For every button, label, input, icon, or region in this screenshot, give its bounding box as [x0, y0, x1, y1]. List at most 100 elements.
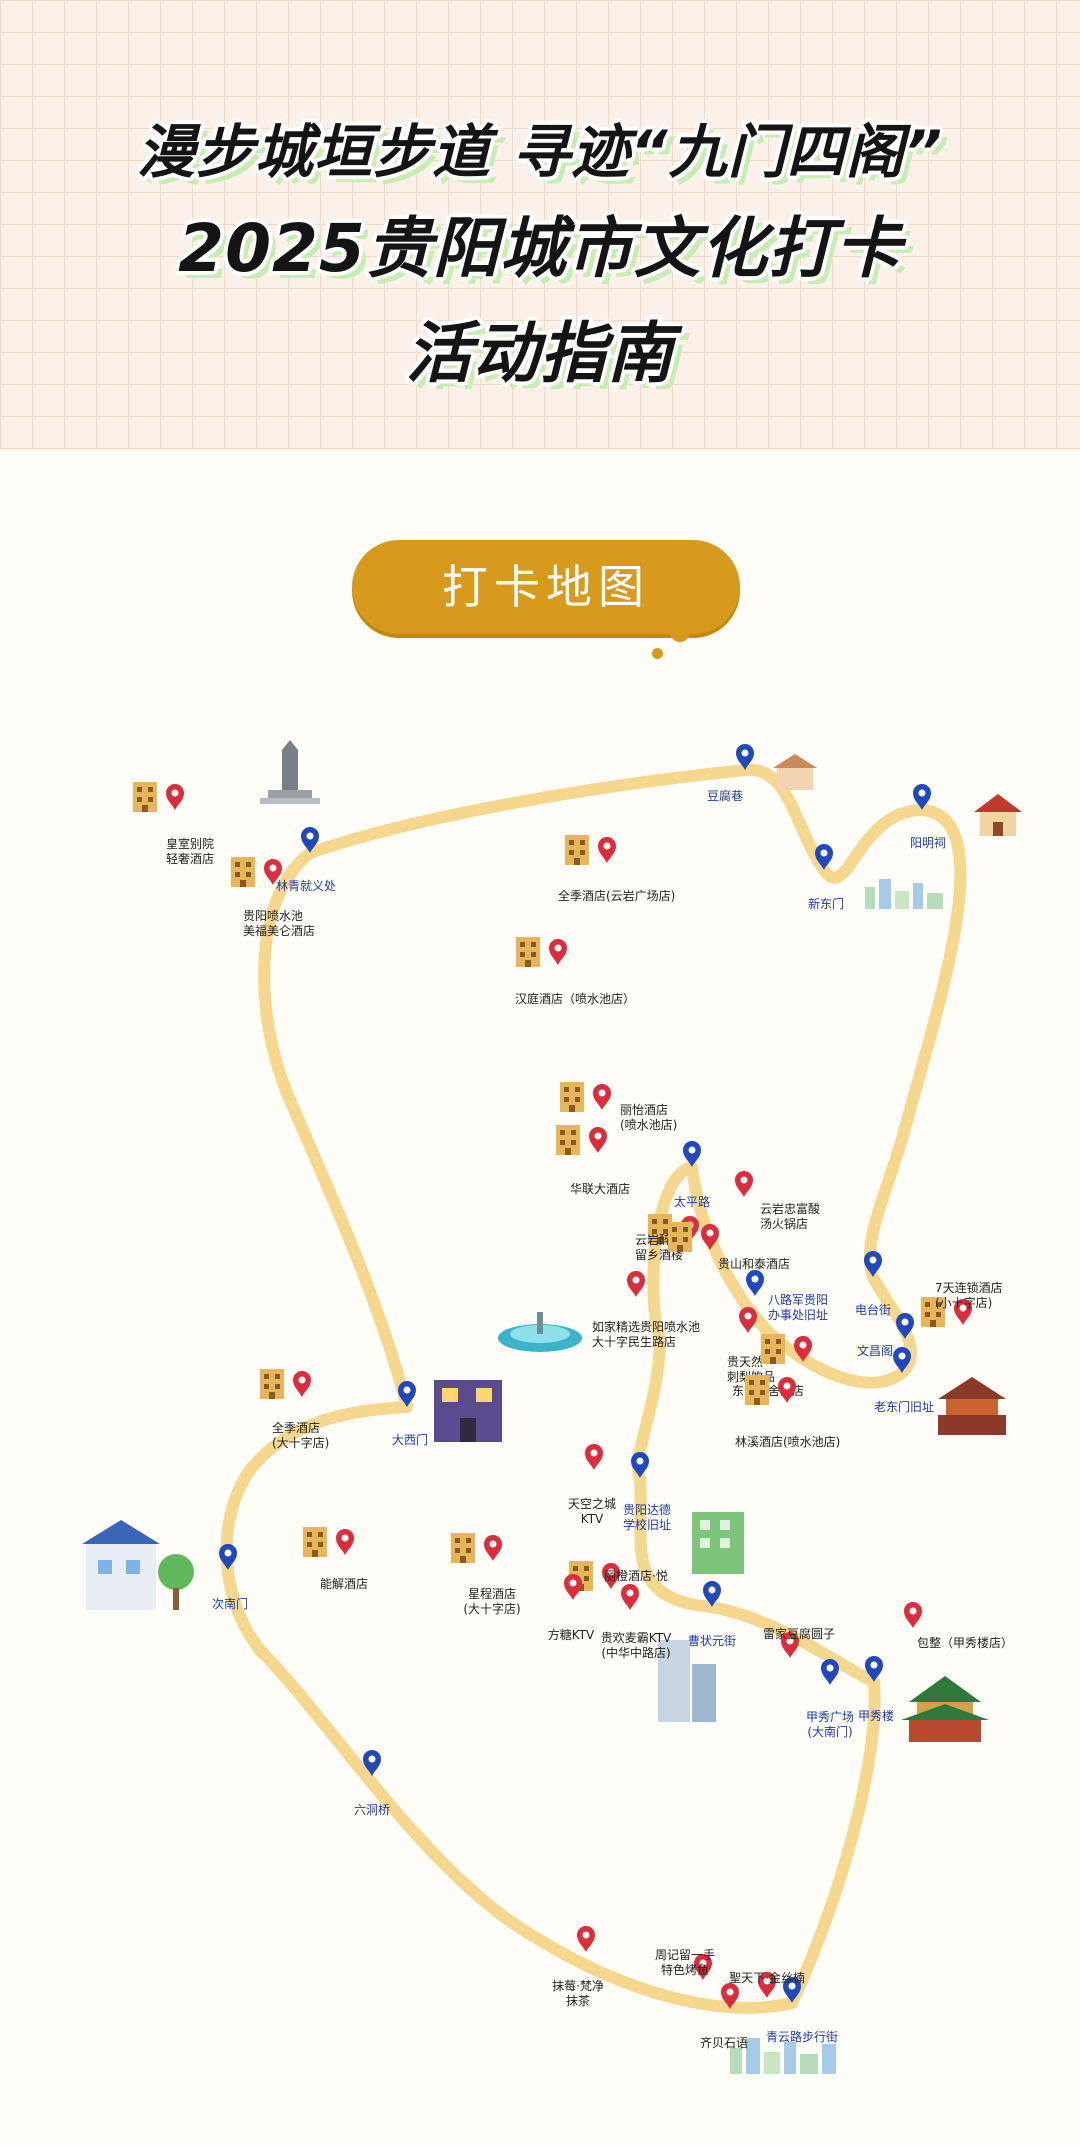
- business-yunyanzhong[interactable]: 云岩忠富酸汤火锅店: [735, 1171, 820, 1231]
- landmark-guiyangdade[interactable]: 贵阳达德学校旧址: [623, 1452, 671, 1532]
- title-line-3: 活动指南: [406, 315, 674, 392]
- landmark-taiping[interactable]: 太平路: [674, 1141, 710, 1209]
- landmark-doufujie[interactable]: 豆腐巷: [707, 744, 754, 803]
- green-building-illustration: [692, 1512, 744, 1574]
- red-location-pin-icon[interactable]: [336, 1529, 354, 1555]
- house-illustration-daximen: [434, 1380, 502, 1442]
- place-label: 电台街: [855, 1302, 891, 1317]
- landmark-caozhuangyuan[interactable]: 曹状元街: [688, 1581, 736, 1648]
- city-skyline-east: [865, 879, 943, 909]
- place-label: 聖天下·金丝楠: [729, 1970, 805, 1985]
- business-nengge[interactable]: 能解酒店: [320, 1529, 368, 1591]
- landmark-laodongmen[interactable]: 老东门旧址: [874, 1347, 934, 1414]
- landmark-baluju[interactable]: 八路军贵阳办事处旧址: [746, 1270, 828, 1322]
- hotel-building-icon: [260, 1369, 284, 1399]
- place-label: 雷家豆腐圆子: [763, 1626, 835, 1641]
- blue-location-pin-icon[interactable]: [821, 1659, 839, 1685]
- tower-illustration-laodongmen: [938, 1377, 1006, 1435]
- place-label: 贵阳喷水池美福美仑酒店: [243, 909, 315, 938]
- business-moli[interactable]: 抹莓·梵净抹茶: [552, 1926, 604, 2008]
- landmark-xindongmen[interactable]: 新东门: [808, 844, 844, 911]
- landmark-qingyunlu[interactable]: 青云路步行街: [766, 1977, 838, 2044]
- red-location-pin-icon[interactable]: [593, 1084, 611, 1110]
- business-shengtianxia[interactable]: 聖天下·金丝楠: [729, 1970, 805, 1998]
- thought-bubble-dot: [670, 622, 690, 642]
- hotel-building-icon: [668, 1222, 692, 1252]
- place-label: 甲秀楼: [858, 1708, 894, 1723]
- business-leijia[interactable]: 雷家豆腐圆子: [763, 1626, 835, 1658]
- landmark-yangmingci[interactable]: 阳明祠: [910, 784, 946, 850]
- business-guishanhetai[interactable]: 贵山和泰酒店: [701, 1224, 790, 1271]
- place-label: 林溪酒店(喷水池店): [735, 1435, 840, 1449]
- red-location-pin-icon[interactable]: [549, 939, 567, 965]
- landmark-jiaxiuguangchang[interactable]: 甲秀广场(大南门): [806, 1659, 854, 1739]
- business-lihe[interactable]: 丽橙酒店·悦: [602, 1563, 668, 1589]
- city-skyline-south: [730, 2038, 836, 2074]
- blue-location-pin-icon[interactable]: [746, 1270, 764, 1296]
- place-label: 包整（甲秀楼店）: [917, 1635, 1013, 1650]
- red-location-pin-icon[interactable]: [735, 1171, 753, 1197]
- hotel-building-icon: [761, 1334, 785, 1364]
- place-label: 星程酒店(大十字店): [463, 1586, 520, 1616]
- red-location-pin-icon[interactable]: [564, 1574, 582, 1600]
- red-location-pin-icon[interactable]: [577, 1926, 595, 1952]
- business-linxi[interactable]: 林溪酒店(喷水池店): [735, 1377, 840, 1449]
- landmark-daximen[interactable]: 大西门: [392, 1381, 428, 1447]
- business-qitian[interactable]: 7天连锁酒店(小十字店): [935, 1280, 1003, 1325]
- place-label: 豆腐巷: [707, 788, 743, 803]
- business-quanji_dashizi[interactable]: 全季酒店(大十字店): [272, 1371, 329, 1450]
- landmark-wenchangge[interactable]: 文昌阁: [857, 1313, 914, 1358]
- red-location-pin-icon[interactable]: [621, 1584, 639, 1610]
- place-label: 林青就义处: [276, 879, 336, 893]
- place-label: 六洞桥: [354, 1803, 390, 1817]
- hotel-building-icon: [921, 1297, 945, 1327]
- red-location-pin-icon[interactable]: [904, 1602, 922, 1628]
- business-baozheng[interactable]: 包整（甲秀楼店）: [904, 1602, 1013, 1650]
- business-fangmo[interactable]: 方糖KTV: [548, 1574, 595, 1642]
- landmark-cinanmen[interactable]: 次南门: [212, 1544, 248, 1611]
- business-rujia[interactable]: 如家精选贵阳喷水池大十字民生路店: [592, 1271, 700, 1349]
- red-location-pin-icon[interactable]: [778, 1377, 796, 1403]
- place-label: 云岩醉留乡酒楼: [635, 1232, 683, 1262]
- hotel-building-icon: [133, 782, 157, 812]
- place-label: 八路军贵阳办事处旧址: [768, 1292, 828, 1322]
- red-location-pin-icon[interactable]: [598, 837, 616, 863]
- place-label: 全季酒店(大十字店): [272, 1420, 329, 1450]
- business-xingcheng[interactable]: 星程酒店(大十字店): [463, 1535, 521, 1616]
- business-yunyanmei[interactable]: 云岩醉留乡酒楼: [635, 1216, 699, 1262]
- jiaxiu-pavilion-illustration: [901, 1676, 989, 1742]
- red-location-pin-icon[interactable]: [293, 1371, 311, 1397]
- place-label: 丽怡酒店(喷水池店): [620, 1103, 677, 1132]
- red-location-pin-icon[interactable]: [627, 1271, 645, 1297]
- business-quanji_yunyan[interactable]: 全季酒店(云岩广场店): [558, 837, 675, 903]
- map-title-badge: 打卡地图: [352, 540, 740, 634]
- place-label: 阳明祠: [910, 836, 946, 850]
- business-guiyangpenshui[interactable]: 贵阳喷水池美福美仑酒店: [243, 859, 315, 938]
- business-guihuan[interactable]: 贵欢麦霸KTV(中华中路店): [601, 1584, 672, 1660]
- hotel-building-icon: [560, 1082, 584, 1112]
- place-label: 太平路: [674, 1194, 710, 1209]
- business-hanting[interactable]: 汉庭酒店（喷水池店）: [515, 939, 635, 1006]
- landmark-diantaijie[interactable]: 电台街: [855, 1251, 891, 1317]
- red-location-pin-icon[interactable]: [484, 1535, 502, 1561]
- red-location-pin-icon[interactable]: [739, 1307, 757, 1333]
- landmark-linqing[interactable]: 林青就义处: [276, 827, 336, 893]
- business-qibei[interactable]: 齐贝石语: [700, 1983, 748, 2050]
- business-huanghao[interactable]: 皇室别院轻奢酒店: [166, 784, 214, 866]
- red-location-pin-icon[interactable]: [585, 1444, 603, 1470]
- business-liyi[interactable]: 丽怡酒店(喷水池店): [593, 1084, 677, 1132]
- landmark-liudongqiao[interactable]: 六洞桥: [354, 1750, 390, 1817]
- place-label: 华联大酒店: [570, 1182, 630, 1196]
- red-location-pin-icon[interactable]: [166, 784, 184, 810]
- red-location-pin-icon[interactable]: [589, 1127, 607, 1153]
- hotel-building-icon: [745, 1375, 769, 1405]
- place-label: 贵欢麦霸KTV(中华中路店): [601, 1630, 672, 1660]
- monument-illustration: [260, 740, 320, 804]
- business-zhouji[interactable]: 周记留一手特色烤鱼: [655, 1948, 715, 1980]
- business-hualian[interactable]: 华联大酒店: [570, 1127, 630, 1196]
- map-title-text: 打卡地图: [442, 560, 650, 614]
- landmark-jiaxiulou[interactable]: 甲秀楼: [858, 1656, 894, 1723]
